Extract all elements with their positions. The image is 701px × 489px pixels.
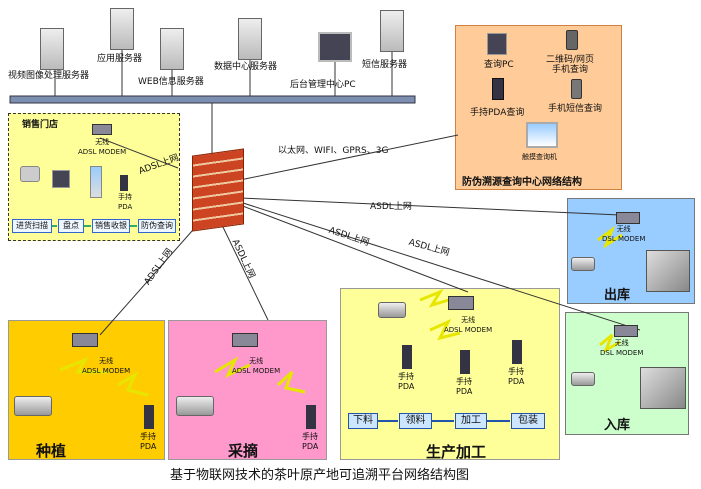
production-pda-label: 手持 PDA: [456, 377, 473, 396]
pda-icon: [306, 405, 316, 429]
modem-icon: [92, 124, 112, 135]
store-title: 销售门店: [22, 120, 59, 130]
production-pda-label: 手持 PDA: [398, 372, 415, 391]
outbound-title: 出库: [604, 288, 631, 303]
kiosk-icon: [90, 166, 102, 198]
store-flow-step: 盘点: [58, 219, 84, 233]
pda-icon: [460, 350, 470, 374]
phone-icon: [571, 79, 582, 99]
pda-icon: [512, 340, 522, 364]
server-label: WEB信息服务器: [138, 77, 204, 87]
production-pda-label: 手持 PDA: [508, 367, 525, 386]
camera-icon: [14, 396, 52, 416]
server-label: 视频图像处理服务器: [8, 71, 90, 81]
modem-icon: [616, 212, 640, 224]
query-pda-label: 手持PDA查询: [470, 108, 525, 118]
store-flow-step: 防伪查询: [138, 219, 176, 233]
query-sms-label: 手机短信查询: [548, 104, 603, 114]
outbound-modem-label: 无线 DSL MODEM: [602, 225, 646, 243]
pc-icon: [318, 32, 352, 62]
camera-icon: [176, 396, 214, 416]
store-flow-step: 进货扫描: [12, 219, 52, 233]
production-flow-step: 下料: [348, 413, 378, 429]
server-label: 后台管理中心PC: [290, 80, 356, 90]
store-flow-step: 销售收银: [92, 219, 130, 233]
production-flow-step: 领料: [399, 413, 432, 429]
planting-modem-label: 无线 ADSL MODEM: [82, 357, 131, 375]
pda-icon: [120, 175, 128, 191]
production-title: 生产加工: [426, 443, 487, 461]
planting-title: 种植: [36, 442, 67, 460]
pda-icon: [144, 405, 154, 429]
kiosk-icon: [526, 122, 558, 148]
server-label: 短信服务器: [362, 60, 408, 70]
query-qr-label: 二维码/网页 手机查询: [546, 55, 595, 75]
diagram-caption: 基于物联网技术的茶叶原产地可追溯平台网络结构图: [170, 468, 470, 483]
query-kiosk-label: 触摸查询机: [522, 153, 557, 161]
server-icon: [40, 28, 64, 70]
forklift-icon: [646, 250, 690, 292]
query-pc-label: 查询PC: [484, 60, 514, 70]
pc-icon: [487, 33, 507, 55]
network-label: 以太网、WIFI、GPRS、3G: [278, 146, 389, 156]
camera-icon: [20, 166, 40, 182]
server-label: 数据中心服务器: [214, 62, 278, 72]
camera-icon: [571, 257, 595, 271]
server-icon: [238, 18, 262, 60]
picking-title: 采摘: [228, 442, 259, 460]
firewall-icon: [192, 148, 244, 232]
link-label: ASDL上网: [370, 202, 412, 212]
modem-icon: [614, 325, 638, 337]
planting-pda-label: 手持 PDA: [140, 432, 157, 451]
store-modem-label: 无线 ADSL MODEM: [78, 138, 127, 156]
pc-icon: [52, 170, 70, 188]
modem-icon: [72, 333, 98, 347]
modem-icon: [448, 296, 474, 310]
inbound-modem-label: 无线 DSL MODEM: [600, 339, 644, 357]
modem-icon: [232, 333, 258, 347]
query-center-panel: [455, 25, 622, 190]
production-panel: [340, 288, 560, 460]
query-center-title: 防伪溯源查询中心网络结构: [462, 177, 582, 188]
production-modem-label: 无线 ADSL MODEM: [444, 316, 493, 334]
picking-modem-label: 无线 ADSL MODEM: [232, 357, 281, 375]
forklift-icon: [640, 367, 686, 409]
production-flow-step: 加工: [455, 413, 487, 429]
server-icon: [380, 10, 404, 52]
pda-icon: [402, 345, 412, 369]
camera-icon: [571, 372, 595, 386]
production-flow-step: 包装: [511, 413, 545, 429]
camera-icon: [378, 302, 406, 318]
phone-icon: [566, 30, 578, 50]
inbound-title: 入库: [604, 418, 631, 433]
pda-icon: [492, 78, 504, 100]
server-icon: [110, 8, 134, 50]
picking-pda-label: 手持 PDA: [302, 432, 319, 451]
server-label: 应用服务器: [97, 54, 143, 64]
store-pda-label: 手持 PDA: [118, 193, 133, 211]
server-icon: [160, 28, 184, 70]
